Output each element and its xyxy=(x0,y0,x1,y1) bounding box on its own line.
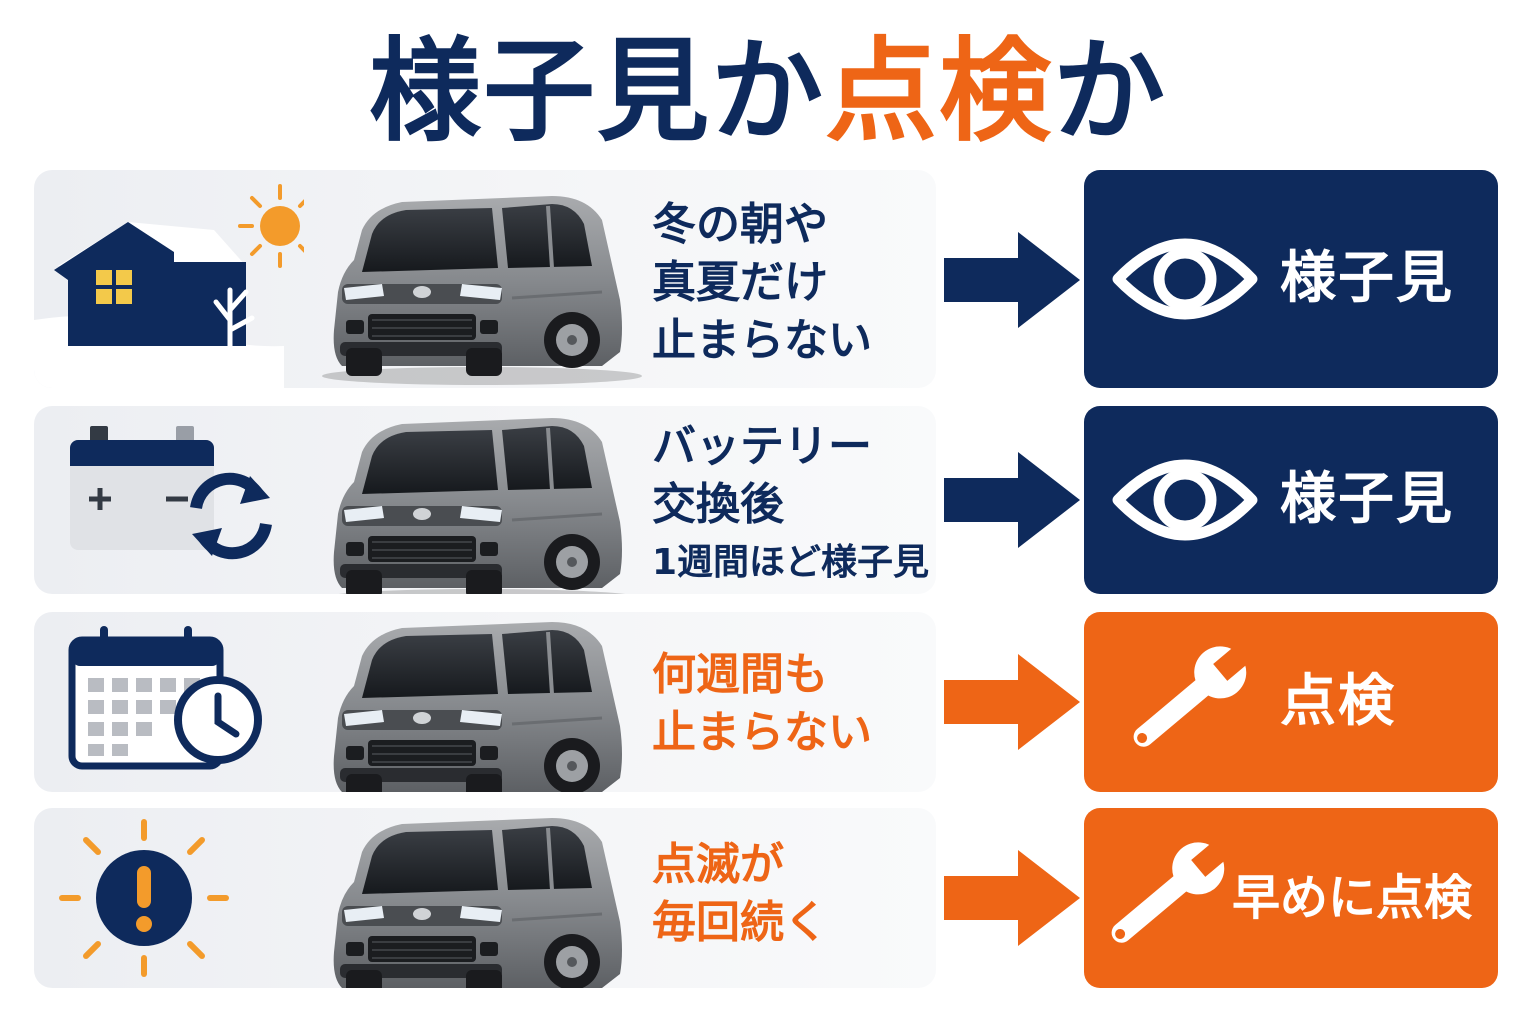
arrow-right-icon xyxy=(944,232,1080,328)
row-condition-text: 点滅が 毎回続く xyxy=(652,836,828,952)
condition-line: 止まらない xyxy=(652,315,872,366)
result-label: 点検 xyxy=(1280,669,1396,734)
row-winter-summer: 冬の朝や 真夏だけ 止まらない xyxy=(34,170,936,388)
eye-icon xyxy=(1112,223,1258,335)
result-box-wait: 様子見 xyxy=(1084,406,1498,594)
result-box-wait: 様子見 xyxy=(1084,170,1498,388)
wrench-icon xyxy=(1112,646,1258,758)
result-label: 様子見 xyxy=(1280,246,1454,311)
result-box-inspect-soon: 早めに点検 xyxy=(1084,808,1498,988)
car-image xyxy=(302,406,642,594)
arrow-right-icon xyxy=(944,850,1080,946)
condition-line: 真夏だけ xyxy=(652,257,828,308)
car-image xyxy=(302,612,642,792)
calendar-clock-icon xyxy=(68,626,262,770)
arrow-right-icon xyxy=(944,452,1080,548)
title-part-2: 点検 xyxy=(825,27,1053,157)
eye-icon xyxy=(1112,444,1258,556)
row-battery-replaced: バッテリー 交換後 1週間ほど様子見 xyxy=(34,406,936,594)
condition-line: 1週間ほど様子見 xyxy=(652,542,930,583)
condition-line: 何週間も xyxy=(652,649,828,700)
row-condition-text: バッテリー 交換後 1週間ほど様子見 xyxy=(652,418,929,592)
row-condition-text: 冬の朝や 真夏だけ 止まらない xyxy=(652,196,872,370)
condition-line: 交換後 xyxy=(652,479,784,530)
condition-line: 止まらない xyxy=(652,707,872,758)
row-blinking-continues: 点滅が 毎回続く xyxy=(34,808,936,988)
condition-line: 冬の朝や xyxy=(652,199,828,250)
row-condition-text: 何週間も 止まらない xyxy=(652,646,872,762)
condition-line: 毎回続く xyxy=(652,897,828,948)
snowy-house-sun-icon xyxy=(34,184,304,388)
page-title: 様子見か点検か xyxy=(0,22,1536,162)
warning-light-icon xyxy=(59,819,229,977)
condition-line: バッテリー xyxy=(652,421,872,472)
result-box-inspect: 点検 xyxy=(1084,612,1498,792)
car-image xyxy=(302,808,642,988)
arrow-right-icon xyxy=(944,654,1080,750)
title-part-1: 様子見か xyxy=(369,27,825,157)
battery-refresh-icon xyxy=(70,426,272,560)
title-part-3: か xyxy=(1053,27,1167,157)
row-weeks-not-stopping: 何週間も 止まらない xyxy=(34,612,936,792)
condition-line: 点滅が xyxy=(652,839,784,890)
car-image xyxy=(302,180,642,386)
wrench-icon xyxy=(1090,842,1236,954)
result-label: 早めに点検 xyxy=(1232,870,1473,926)
result-label: 様子見 xyxy=(1280,467,1454,532)
